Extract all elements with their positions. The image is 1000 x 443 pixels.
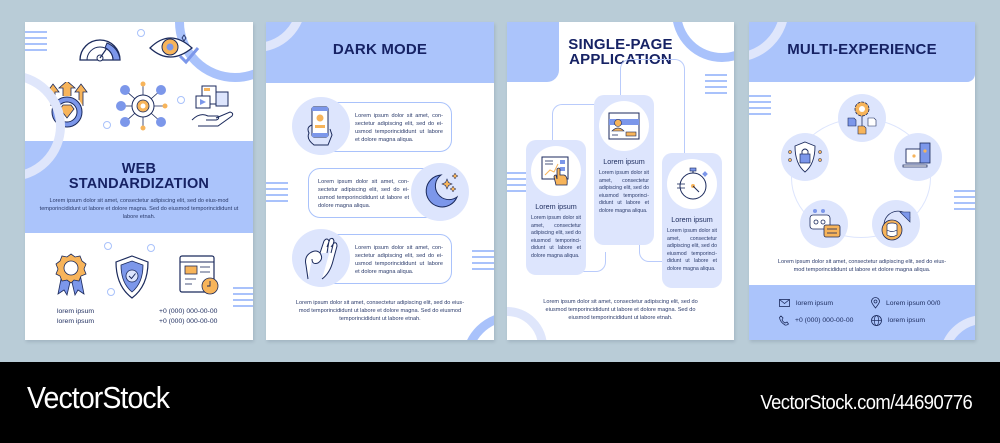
feature-column: Lorem ipsum Lorem ipsum dolor sit amet, … bbox=[662, 153, 722, 288]
decorative-dot bbox=[103, 121, 111, 129]
experience-node bbox=[872, 200, 920, 248]
connector-line bbox=[639, 232, 669, 262]
phone-number: +0 (000) 000-00-00 bbox=[159, 308, 218, 315]
column-text: Lorem ipsum dolor sit amet, consectetur … bbox=[599, 170, 649, 214]
contact-left: lorem ipsum lorem ipsum bbox=[57, 307, 94, 326]
contact-text: +0 (000) 000-00-00 bbox=[795, 317, 854, 324]
card-text: Lorem ipsum dolor sit amet, con-sectetur… bbox=[318, 179, 409, 210]
laptop-phone-icon bbox=[902, 142, 931, 168]
title-line: STANDARDIZATION bbox=[68, 175, 210, 192]
feature-column: Lorem ipsum Lorem ipsum dolor sit amet, … bbox=[594, 95, 654, 245]
card-text: Lorem ipsum dolor sit amet, con-sectetur… bbox=[355, 113, 443, 144]
decorative-lines bbox=[954, 190, 975, 214]
image-url-text: VectorStock.com/44690776 bbox=[760, 392, 972, 414]
phone-number: +0 (000) 000-00-00 bbox=[159, 317, 218, 325]
intro-text: Lorem ipsum dolor sit amet, consectetur … bbox=[39, 198, 239, 221]
dashboard-touch-icon bbox=[541, 156, 569, 186]
decorative-dot bbox=[107, 288, 115, 296]
shield-lock-circuit-icon bbox=[788, 141, 822, 173]
contact-phone: +0 (000) 000-00-00 bbox=[779, 315, 853, 326]
decorative-dot bbox=[147, 244, 155, 252]
stopwatch-icon bbox=[677, 167, 708, 200]
browser-clock-icon bbox=[179, 255, 219, 295]
summary-text: Lorem ipsum dolor sit amet, consectetur … bbox=[543, 299, 698, 322]
summary-text: Lorem ipsum dolor sit amet, consectetur … bbox=[777, 259, 947, 274]
contact-website: lorem ipsum bbox=[871, 315, 925, 326]
title-band: DARK MODE bbox=[266, 22, 494, 83]
phone-icon bbox=[779, 315, 789, 326]
decorative-dot bbox=[137, 29, 145, 37]
chatbot-icon bbox=[809, 209, 841, 238]
feature-column: Lorem ipsum Lorem ipsum dolor sit amet, … bbox=[526, 140, 586, 275]
title-line: WEB bbox=[121, 161, 157, 177]
title-band: WEB STANDARDIZATION Lorem ipsum dolor si… bbox=[25, 71, 253, 233]
media-hand-icon bbox=[191, 85, 234, 127]
speedometer-icon bbox=[79, 39, 121, 62]
contact-email: lorem ipsum bbox=[779, 299, 833, 307]
title-band: MULTI-EXPERIENCE bbox=[749, 22, 975, 82]
column-text: Lorem ipsum dolor sit amet, consectetur … bbox=[667, 228, 717, 272]
card-text: Lorem ipsum dolor sit amet, con-sectetur… bbox=[355, 245, 443, 276]
decorative-lines bbox=[472, 250, 494, 274]
decorative-lines bbox=[266, 182, 288, 206]
brochure-page-web-standardization: WEB STANDARDIZATION Lorem ipsum dolor si… bbox=[25, 22, 253, 340]
watermark-bar: VectorStock VectorStock.com/44690776 bbox=[0, 362, 1000, 443]
brochure-page-dark-mode: DARK MODE Lorem ipsum dolor sit amet, co… bbox=[266, 22, 494, 340]
decorative-dot bbox=[177, 96, 185, 104]
decorative-lines bbox=[233, 287, 253, 311]
page-title: SINGLE-PAGE APPLICATION bbox=[507, 37, 734, 67]
contact-text: lorem ipsum bbox=[57, 308, 95, 315]
icon-bubble bbox=[411, 163, 469, 221]
award-badge-icon bbox=[55, 253, 87, 296]
globe-icon bbox=[871, 315, 882, 326]
decorative-lines bbox=[507, 172, 529, 196]
decorative-ring bbox=[939, 315, 975, 340]
decorative-lines bbox=[705, 74, 727, 98]
contact-text: Lorem ipsum 00/0 bbox=[886, 299, 941, 307]
decorative-lines bbox=[25, 31, 47, 55]
decorative-dot bbox=[104, 242, 112, 250]
icon-bubble bbox=[292, 229, 350, 287]
eye-check-icon bbox=[149, 34, 200, 65]
contact-address: Lorem ipsum 00/0 bbox=[871, 297, 940, 309]
column-heading: Lorem ipsum bbox=[535, 202, 577, 211]
experience-node bbox=[894, 133, 942, 181]
contact-text: lorem ipsum bbox=[796, 299, 834, 307]
envelope-icon bbox=[779, 299, 790, 307]
contact-right: +0 (000) 000-00-00 +0 (000) 000-00-00 bbox=[159, 307, 217, 326]
brochure-page-single-page-application: SINGLE-PAGE APPLICATION Lorem ipsum Lore… bbox=[507, 22, 734, 340]
contact-text: lorem ipsum bbox=[888, 317, 926, 324]
page-title: DARK MODE bbox=[332, 41, 428, 58]
database-export-icon bbox=[881, 210, 911, 241]
contact-text: lorem ipsum bbox=[57, 317, 95, 325]
experience-node bbox=[838, 94, 886, 142]
page-title: WEB STANDARDIZATION bbox=[25, 162, 253, 191]
title-line: SINGLE-PAGE bbox=[568, 36, 673, 53]
ok-hand-icon bbox=[305, 237, 338, 280]
column-text: Lorem ipsum dolor sit amet, consectetur … bbox=[531, 215, 581, 259]
experience-node bbox=[781, 133, 829, 181]
experience-node bbox=[800, 200, 848, 248]
gear-documents-icon bbox=[847, 101, 877, 135]
summary-text: Lorem ipsum dolor sit amet, consectetur … bbox=[295, 300, 465, 323]
network-gear-icon bbox=[116, 81, 168, 131]
shield-check-icon bbox=[115, 255, 149, 299]
decorative-lines bbox=[749, 95, 771, 119]
page-title: MULTI-EXPERIENCE bbox=[787, 41, 937, 58]
moon-stars-icon bbox=[425, 172, 459, 208]
location-pin-icon bbox=[871, 297, 880, 309]
column-heading: Lorem ipsum bbox=[671, 215, 713, 224]
brochure-page-multi-experience: MULTI-EXPERIENCE bbox=[749, 22, 975, 340]
contact-band: lorem ipsum Lorem ipsum 00/0 +0 (000) 00… bbox=[749, 285, 975, 340]
vectorstock-logo: VectorStock bbox=[27, 380, 170, 415]
connector-line bbox=[552, 104, 602, 144]
decorative-block bbox=[507, 22, 559, 82]
icon-bubble bbox=[292, 97, 350, 155]
title-line: APPLICATION bbox=[569, 51, 672, 68]
column-heading: Lorem ipsum bbox=[603, 157, 645, 166]
profile-window-icon bbox=[608, 112, 640, 140]
phone-in-hand-icon bbox=[307, 106, 333, 146]
